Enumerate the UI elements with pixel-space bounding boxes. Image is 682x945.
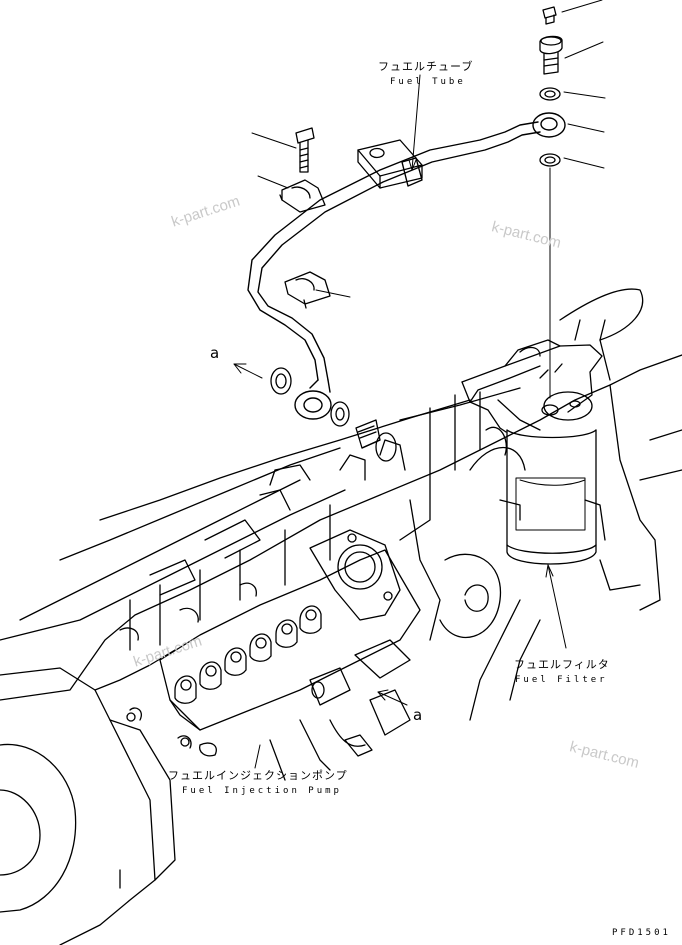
tube-clip-left	[279, 179, 326, 213]
fuel-tube-label-jp: フュエルチューブ	[378, 60, 474, 73]
fuel-filter-label-jp: フュエルフィルタ	[514, 658, 610, 671]
leader-eye	[567, 123, 605, 133]
banjo-eye-bottom	[294, 390, 332, 420]
leader-fuel-tube	[411, 74, 421, 171]
callout-a-bottom: a	[413, 706, 423, 724]
clip-bolt	[295, 127, 315, 173]
leader-clip	[257, 175, 289, 189]
leader-bolt	[251, 132, 297, 149]
engine-block-outline	[0, 288, 682, 945]
fuel-tube-label-en: Fuel Tube	[390, 77, 466, 87]
pump-inlet-washers	[270, 367, 397, 462]
fuel-tube	[247, 112, 566, 420]
drawing-code: PFD1501	[612, 928, 671, 938]
filter-bolt-stack	[539, 6, 563, 399]
leader-plug	[561, 0, 603, 13]
injection-pump-label-jp: フュエルインジェクションポンプ	[168, 769, 348, 782]
leader-fuel-filter	[547, 564, 567, 649]
tube-clamp-bracket	[357, 139, 423, 189]
leader-banjo-bolt	[564, 41, 604, 59]
banjo-eye-top	[532, 112, 566, 138]
leader-washer-1	[563, 91, 606, 99]
injection-pump-label-en: Fuel Injection Pump	[182, 786, 342, 796]
arrow-a-bottom	[377, 691, 408, 706]
fuel-injection-pump	[159, 529, 421, 781]
washer-2	[539, 153, 561, 167]
arrow-a-top	[233, 363, 263, 379]
leader-lines	[233, 0, 606, 769]
washer-1	[539, 87, 561, 101]
delivery-valves	[174, 605, 322, 704]
leader-injection-pump	[254, 744, 261, 769]
leader-washer-2	[563, 157, 605, 169]
leader-lower-clip	[315, 289, 351, 298]
callout-a-top: a	[210, 344, 220, 362]
fuel-filter-label-en: Fuel Filter	[515, 675, 608, 685]
tube-clip-lower	[284, 271, 331, 309]
fuel-filter-assembly	[461, 339, 603, 565]
